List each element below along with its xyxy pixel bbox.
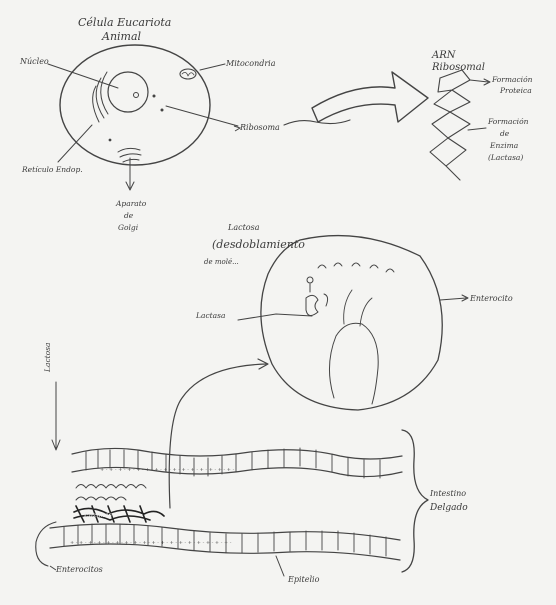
lactose-label: Lactosa <box>227 223 260 232</box>
intestine-upper-wall <box>72 448 402 459</box>
protein-formation-2: Proteica <box>499 86 532 95</box>
big-arrow <box>312 72 428 122</box>
intestine-lactose-label: Lactosa <box>43 342 52 373</box>
nucleus-label: Núcleo <box>19 57 49 66</box>
cell-membrane <box>60 45 210 165</box>
ribosome-label: Ribosoma <box>239 123 280 132</box>
intestine-brace <box>402 430 428 572</box>
intestine-label-1: Intestino <box>429 489 466 498</box>
svg-text:+ - + - + - + - + - + - + - +: + - + - + - + - + - + - + - + - + - + - … <box>100 467 235 473</box>
golgi-label-2: de <box>124 211 134 220</box>
arn-title-line1: ARN <box>431 50 457 61</box>
intestine-lower-wall <box>50 524 400 540</box>
enzyme-formation-4: (Lactasa) <box>488 153 523 162</box>
molecule-label: de molé... <box>204 258 239 266</box>
svg-text:+ - + - + - + - + - + - + - +: + - + - + - + - + - + - + - + - + - + - … <box>70 540 232 546</box>
protein-formation-1: Formación <box>491 75 533 84</box>
cell-title-line1: Célula Eucariota <box>78 16 171 29</box>
golgi-label-3: Golgi <box>118 223 139 232</box>
enzymes-label: Enzimas <box>83 511 112 519</box>
nucleus <box>108 72 148 112</box>
enterocyte-label: Enterocito <box>469 294 513 303</box>
cell-title-line2: Animal <box>101 30 142 43</box>
enzyme-formation-3: Enzima <box>489 141 518 150</box>
intestine-label-2: Delgado <box>429 503 468 513</box>
enzyme-formation-2: de <box>500 129 510 138</box>
endoplasmic-reticulum <box>93 72 108 122</box>
lactase-label: Lactasa <box>195 311 225 320</box>
er-label: Retículo Endop. <box>21 165 83 174</box>
lactose-breakdown-label: (desdoblamiento <box>212 238 305 251</box>
enzyme-formation-1: Formación <box>487 117 529 126</box>
golgi-label-1: Aparato <box>115 199 147 208</box>
epithelium-label: Epitelio <box>287 575 320 584</box>
mitochondria-label: Mitocondria <box>225 59 276 68</box>
enterocyte-cell <box>261 236 442 410</box>
nucleolus <box>134 93 139 98</box>
lactose-molecule <box>306 295 318 315</box>
enterocytes-label: Enterocitos <box>55 565 103 574</box>
rna-strand <box>430 70 470 180</box>
arn-title-line2: Ribosomal <box>431 62 485 73</box>
